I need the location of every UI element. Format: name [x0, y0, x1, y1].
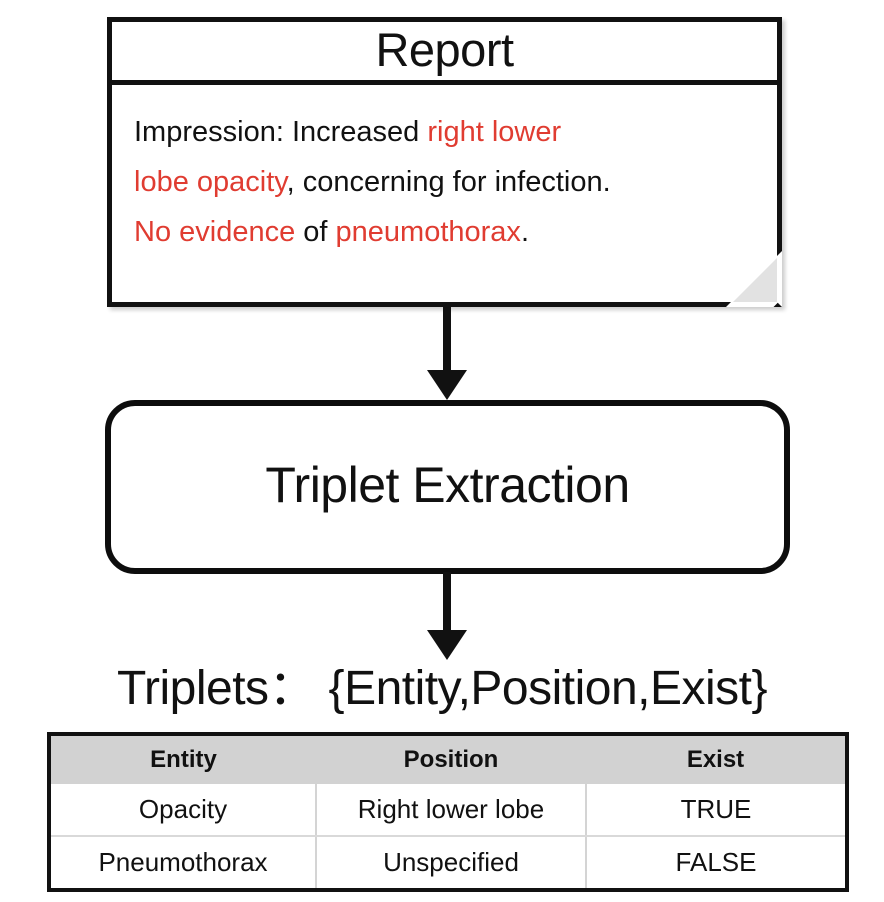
report-title: Report	[375, 22, 514, 76]
triplet-extraction-label: Triplet Extraction	[265, 457, 630, 513]
report-text-plain: of	[295, 216, 336, 248]
report-line-1: Impression: Increased right lower	[134, 107, 751, 157]
report-text-highlight: right lower	[427, 116, 562, 148]
triplets-table-header: Entity Position Exist	[49, 734, 847, 784]
report-line-2: lobe opacity, concerning for infection.	[134, 157, 751, 207]
cell-position: Right lower lobe	[316, 784, 587, 837]
triplets-caption-colon: ：	[268, 662, 317, 715]
table-row: Pneumothorax Unspecified FALSE	[49, 836, 847, 890]
arrow-head	[427, 370, 467, 400]
page-fold-edge	[726, 302, 782, 307]
column-header-exist: Exist	[586, 734, 847, 784]
column-header-position: Position	[316, 734, 586, 784]
triplets-caption-schema: {Entity,Position,Exist}	[328, 662, 768, 715]
triplets-table: Entity Position Exist Opacity Right lowe…	[47, 732, 849, 892]
report-text-highlight: pneumothorax	[335, 216, 521, 248]
cell-exist: FALSE	[586, 836, 847, 890]
cell-exist: TRUE	[586, 784, 847, 837]
triplet-extraction-box: Triplet Extraction	[105, 400, 790, 574]
report-line-3: No evidence of pneumothorax.	[134, 207, 751, 257]
arrow-report-to-extraction-icon	[427, 305, 467, 402]
arrow-extraction-to-triplets-icon	[427, 572, 467, 662]
table-header-row: Entity Position Exist	[49, 734, 847, 784]
table-row: Opacity Right lower lobe TRUE	[49, 784, 847, 837]
report-title-bar: Report	[112, 22, 777, 85]
cell-entity: Pneumothorax	[49, 836, 317, 890]
report-text-plain: .	[520, 216, 529, 248]
report-text-highlight: No evidence	[134, 216, 296, 248]
report-text-plain: Impression: Increased	[134, 116, 428, 148]
cell-entity: Opacity	[49, 784, 317, 837]
triplets-caption: Triplets：{Entity,Position,Exist}	[0, 658, 884, 720]
arrow-shaft	[443, 572, 451, 632]
column-header-entity: Entity	[49, 734, 316, 784]
report-card: Report Impression: Increased right lower…	[107, 17, 782, 307]
arrow-shaft	[443, 305, 451, 372]
triplets-table-body: Opacity Right lower lobe TRUE Pneumothor…	[49, 784, 847, 890]
cell-position: Unspecified	[316, 836, 587, 890]
report-text-highlight: lobe opacity	[134, 166, 287, 198]
triplets-caption-label: Triplets	[116, 662, 269, 715]
arrow-head	[427, 630, 467, 660]
report-text-plain: , concerning for infection.	[286, 166, 611, 198]
report-body-text: Impression: Increased right lower lobe o…	[112, 85, 777, 302]
